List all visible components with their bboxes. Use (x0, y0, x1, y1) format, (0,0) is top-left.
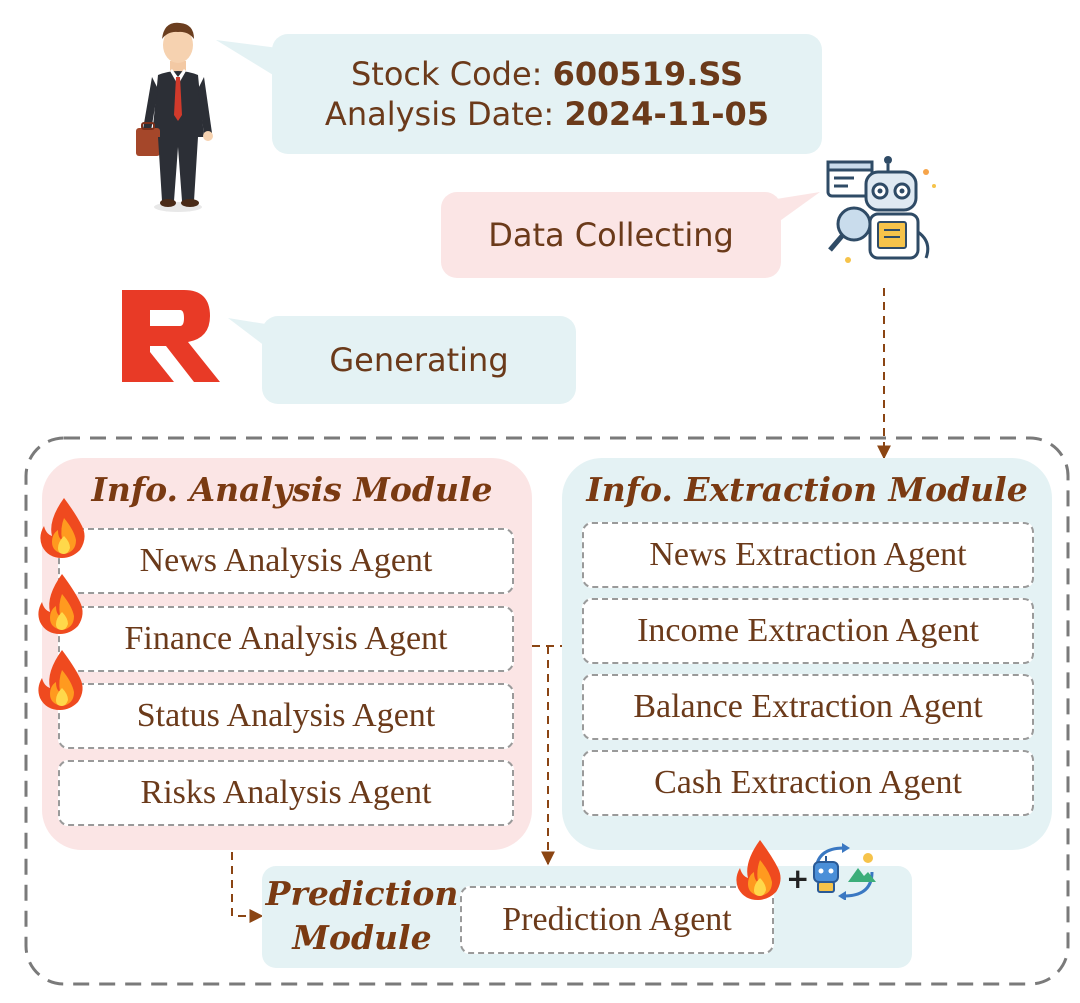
fire-icon (736, 840, 781, 900)
stock-code-line: Stock Code: 600519.SS (351, 54, 743, 94)
extraction-module-title: Info. Extraction Module (586, 470, 1028, 509)
analysis-module-title: Info. Analysis Module (91, 470, 493, 509)
agent-cash-extraction: Cash Extraction Agent (582, 750, 1034, 816)
speech-tail (770, 192, 820, 228)
agent-finance-analysis: Finance Analysis Agent (58, 606, 514, 672)
prediction-module-title: Prediction Module (262, 872, 462, 960)
agent-news-extraction: News Extraction Agent (582, 522, 1034, 588)
agent-balance-extraction: Balance Extraction Agent (582, 674, 1034, 740)
agent-news-analysis: News Analysis Agent (58, 528, 514, 594)
system-frame (24, 436, 1070, 986)
fire-icon (40, 498, 85, 558)
agent-prediction: Prediction Agent (460, 886, 774, 954)
stock-code-label: Stock Code: (350, 55, 553, 93)
agent-income-extraction: Income Extraction Agent (582, 598, 1034, 664)
stock-code-value: 600519.SS (552, 55, 743, 93)
plus-sign: + (786, 862, 810, 895)
agent-status-analysis: Status Analysis Agent (58, 683, 514, 749)
robot-collector-icon (826, 156, 936, 263)
fire-icon (38, 574, 83, 634)
prediction-title-line2: Module (292, 918, 432, 957)
analysis-date-label: Analysis Date: (324, 95, 565, 133)
robot-refresh-icon (813, 843, 876, 900)
prediction-title-line1: Prediction (265, 874, 459, 913)
generating-bubble: Generating (262, 316, 576, 404)
agent-risks-analysis: Risks Analysis Agent (58, 760, 514, 826)
analysis-date-line: Analysis Date: 2024-11-05 (325, 94, 769, 134)
speech-tail (216, 40, 278, 78)
data-collecting-bubble: Data Collecting (441, 192, 781, 278)
arrow-analysis-to-prediction (231, 852, 264, 923)
businessman-icon (136, 22, 213, 212)
fire-icon (38, 650, 83, 710)
stock-request-bubble: Stock Code: 600519.SS Analysis Date: 202… (272, 34, 822, 154)
analysis-date-value: 2024-11-05 (564, 95, 770, 133)
r-logo-icon (122, 290, 220, 382)
